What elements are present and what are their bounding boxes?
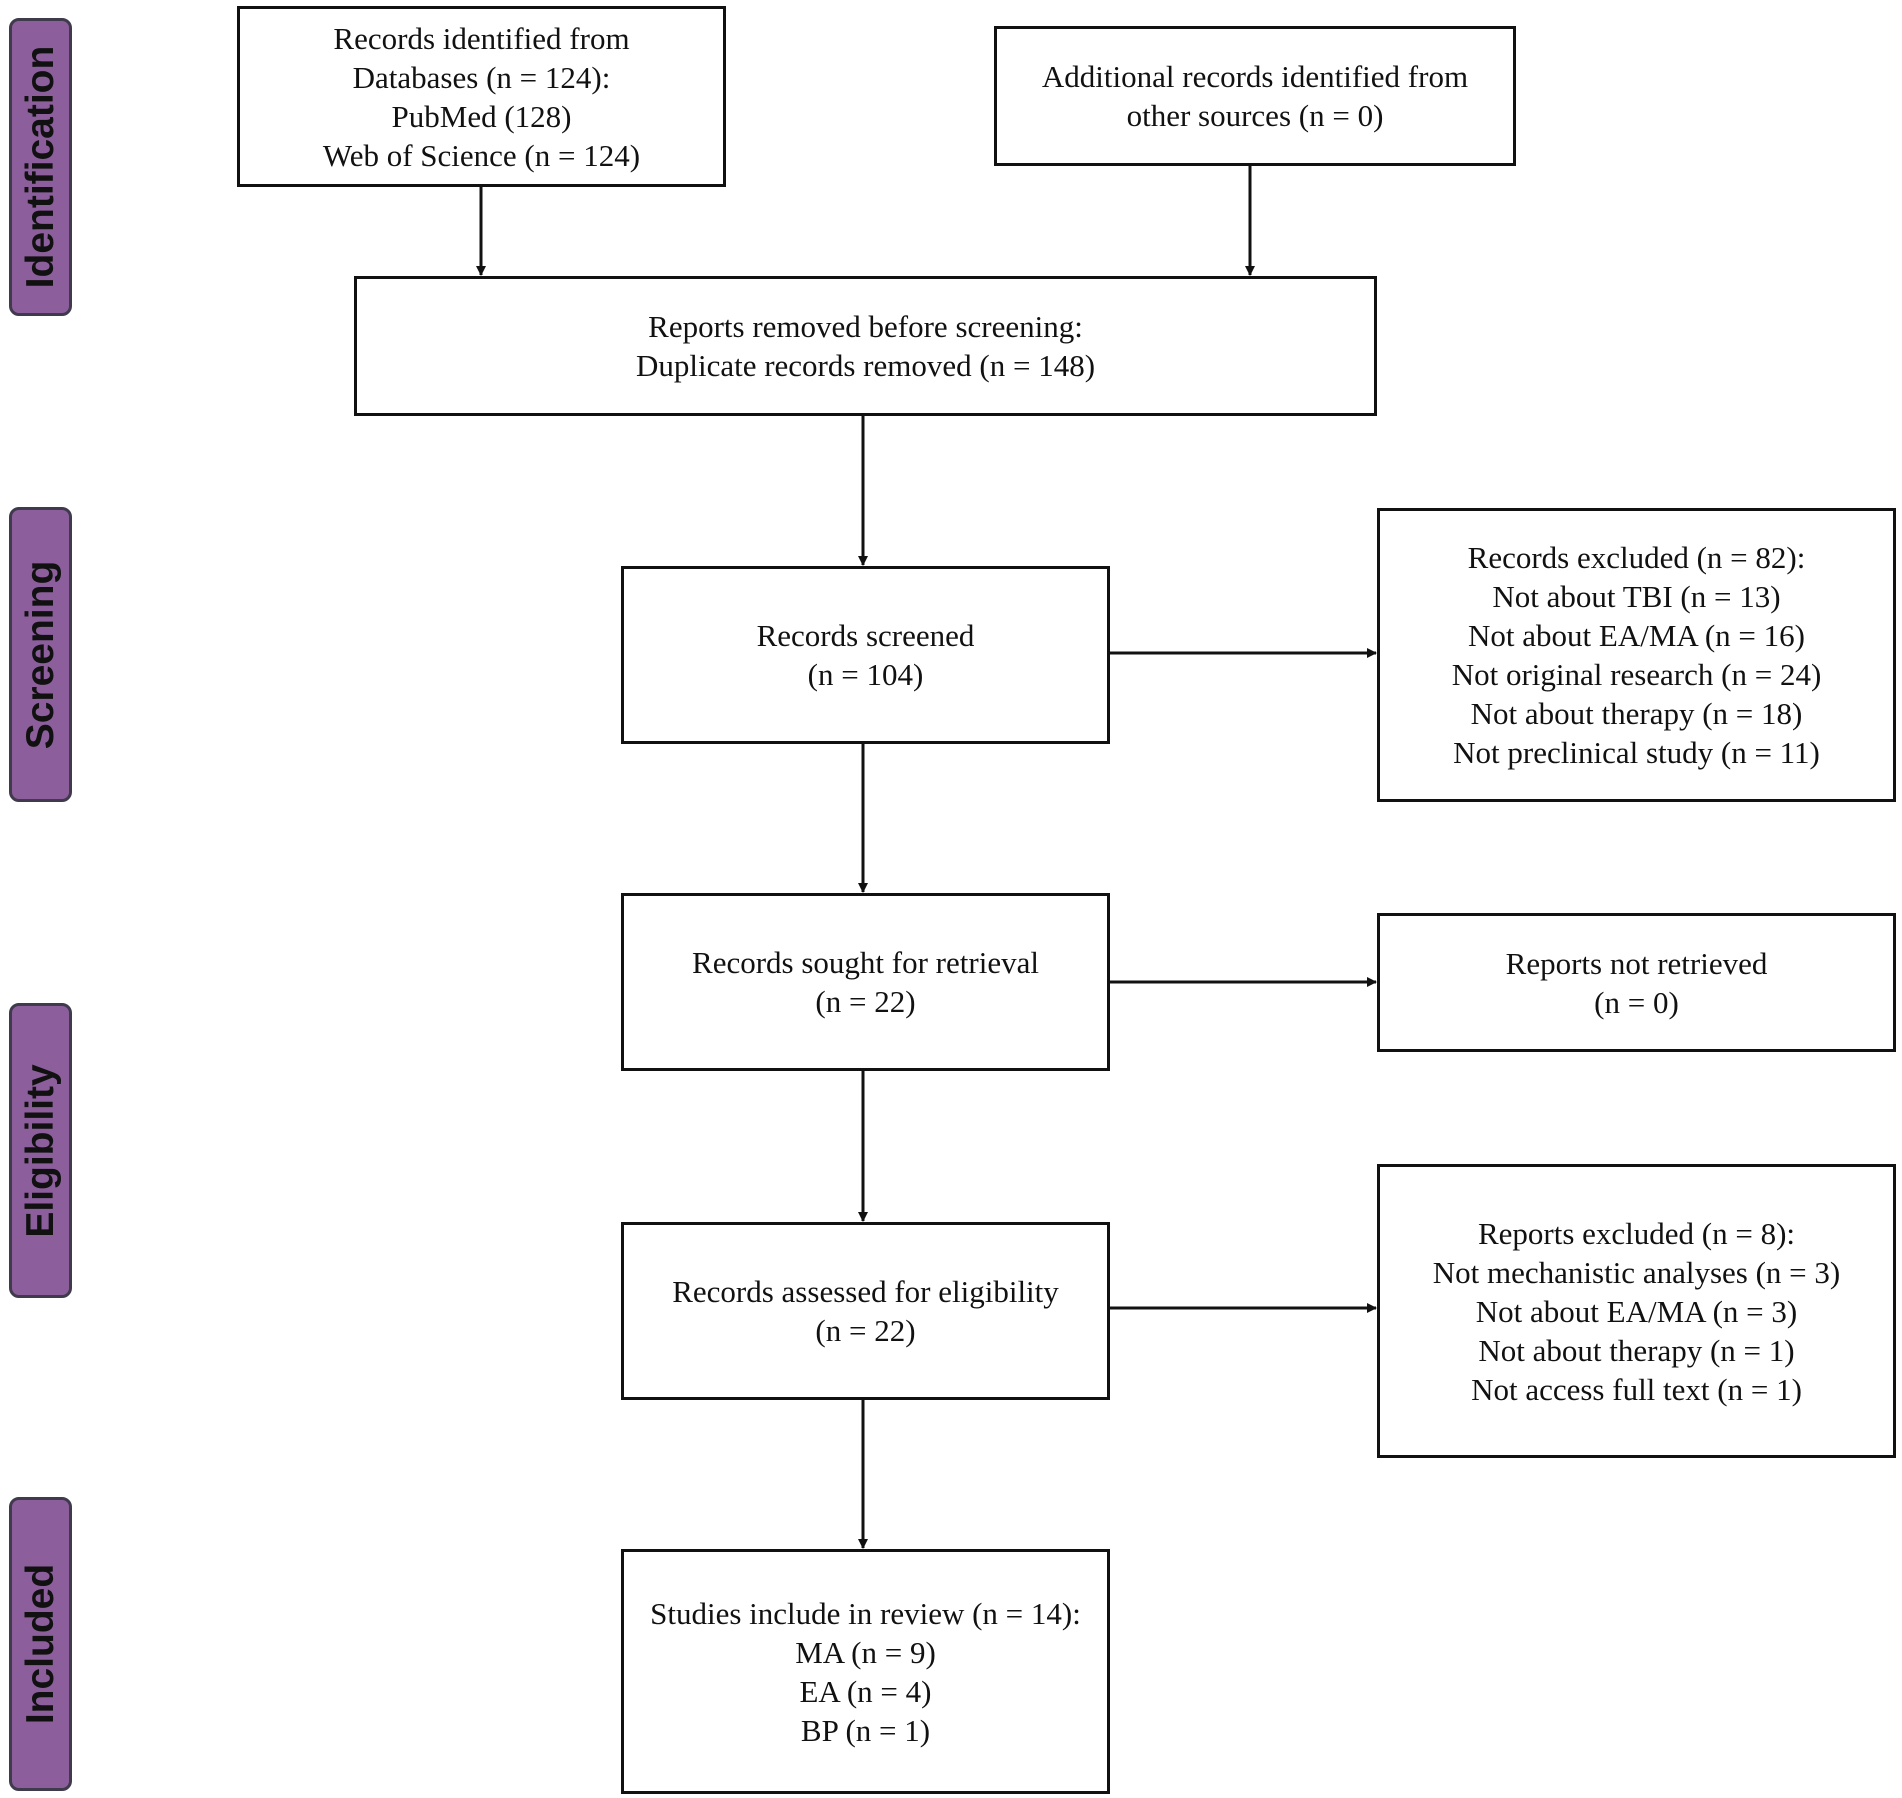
records-excluded-line-1: Records excluded (n = 82):: [1467, 540, 1806, 575]
records-identified-line-1: Records identified from: [333, 20, 630, 56]
included-studies-line-1: Studies include in review (n = 14):: [650, 1595, 1081, 1631]
reports-excluded-line-3: Not about EA/MA (n = 3): [1475, 1293, 1798, 1329]
assessed-eligibility-line-1: Records assessed for eligibility: [672, 1274, 1059, 1309]
included-studies-box: Studies include in review (n = 14): MA (…: [621, 1549, 1110, 1794]
records-excluded-line-3: Not about EA/MA (n = 16): [1468, 618, 1805, 653]
reports-excluded-line-2: Not mechanistic analyses (n = 3): [1432, 1254, 1841, 1290]
included-studies-line-2: MA (n = 9): [795, 1634, 936, 1670]
included-studies-line-3: EA (n = 4): [799, 1673, 932, 1709]
additional-records-line-1: Additional records identified from: [1041, 59, 1469, 94]
records-excluded-box: Records excluded (n = 82): Not about TBI…: [1377, 508, 1896, 802]
records-screened-line-2: (n = 104): [807, 657, 924, 692]
sought-for-retrieval-box: Records sought for retrieval (n = 22): [621, 893, 1110, 1071]
included-studies-line-4: BP (n = 1): [800, 1712, 931, 1748]
additional-records-box: Additional records identified from other…: [994, 26, 1516, 166]
not-retrieved-box: Reports not retrieved (n = 0): [1377, 913, 1896, 1052]
additional-records-line-2: other sources (n = 0): [1126, 98, 1384, 133]
sought-for-retrieval-line-1: Records sought for retrieval: [692, 945, 1039, 980]
records-identified-line-4: Web of Science (n = 124): [322, 137, 641, 173]
records-excluded-line-6: Not preclinical study (n = 11): [1453, 735, 1820, 770]
removed-before-screening-line-1: Reports removed before screening:: [648, 309, 1083, 344]
reports-excluded-box: Reports excluded (n = 8): Not mechanisti…: [1377, 1164, 1896, 1458]
not-retrieved-line-1: Reports not retrieved: [1505, 945, 1768, 981]
removed-before-screening-line-2: Duplicate records removed (n = 148): [635, 348, 1096, 383]
removed-before-screening-box: Reports removed before screening: Duplic…: [354, 276, 1377, 416]
reports-excluded-line-1: Reports excluded (n = 8):: [1477, 1215, 1796, 1251]
not-retrieved-line-2: (n = 0): [1594, 984, 1679, 1020]
reports-excluded-line-4: Not about therapy (n = 1): [1478, 1332, 1795, 1368]
records-identified-line-3: PubMed (128): [391, 98, 572, 134]
stage-eligibility: Eligibility: [9, 1003, 72, 1298]
records-identified-box: Records identified from Databases (n = 1…: [237, 6, 726, 187]
records-excluded-line-2: Not about TBI (n = 13): [1492, 579, 1781, 614]
records-excluded-line-5: Not about therapy (n = 18): [1470, 696, 1803, 731]
sought-for-retrieval-line-2: (n = 22): [815, 984, 916, 1019]
assessed-eligibility-box: Records assessed for eligibility (n = 22…: [621, 1222, 1110, 1400]
records-excluded-line-4: Not original research (n = 24): [1451, 657, 1822, 692]
records-identified-line-2: Databases (n = 124):: [352, 59, 611, 95]
records-screened-box: Records screened (n = 104): [621, 566, 1110, 744]
stage-screening: Screening: [9, 507, 72, 802]
assessed-eligibility-line-2: (n = 22): [815, 1313, 916, 1348]
reports-excluded-line-5: Not access full text (n = 1): [1471, 1371, 1802, 1407]
stage-included: Included: [9, 1497, 72, 1791]
records-screened-line-1: Records screened: [756, 618, 975, 653]
stage-identification: Identification: [9, 18, 72, 316]
